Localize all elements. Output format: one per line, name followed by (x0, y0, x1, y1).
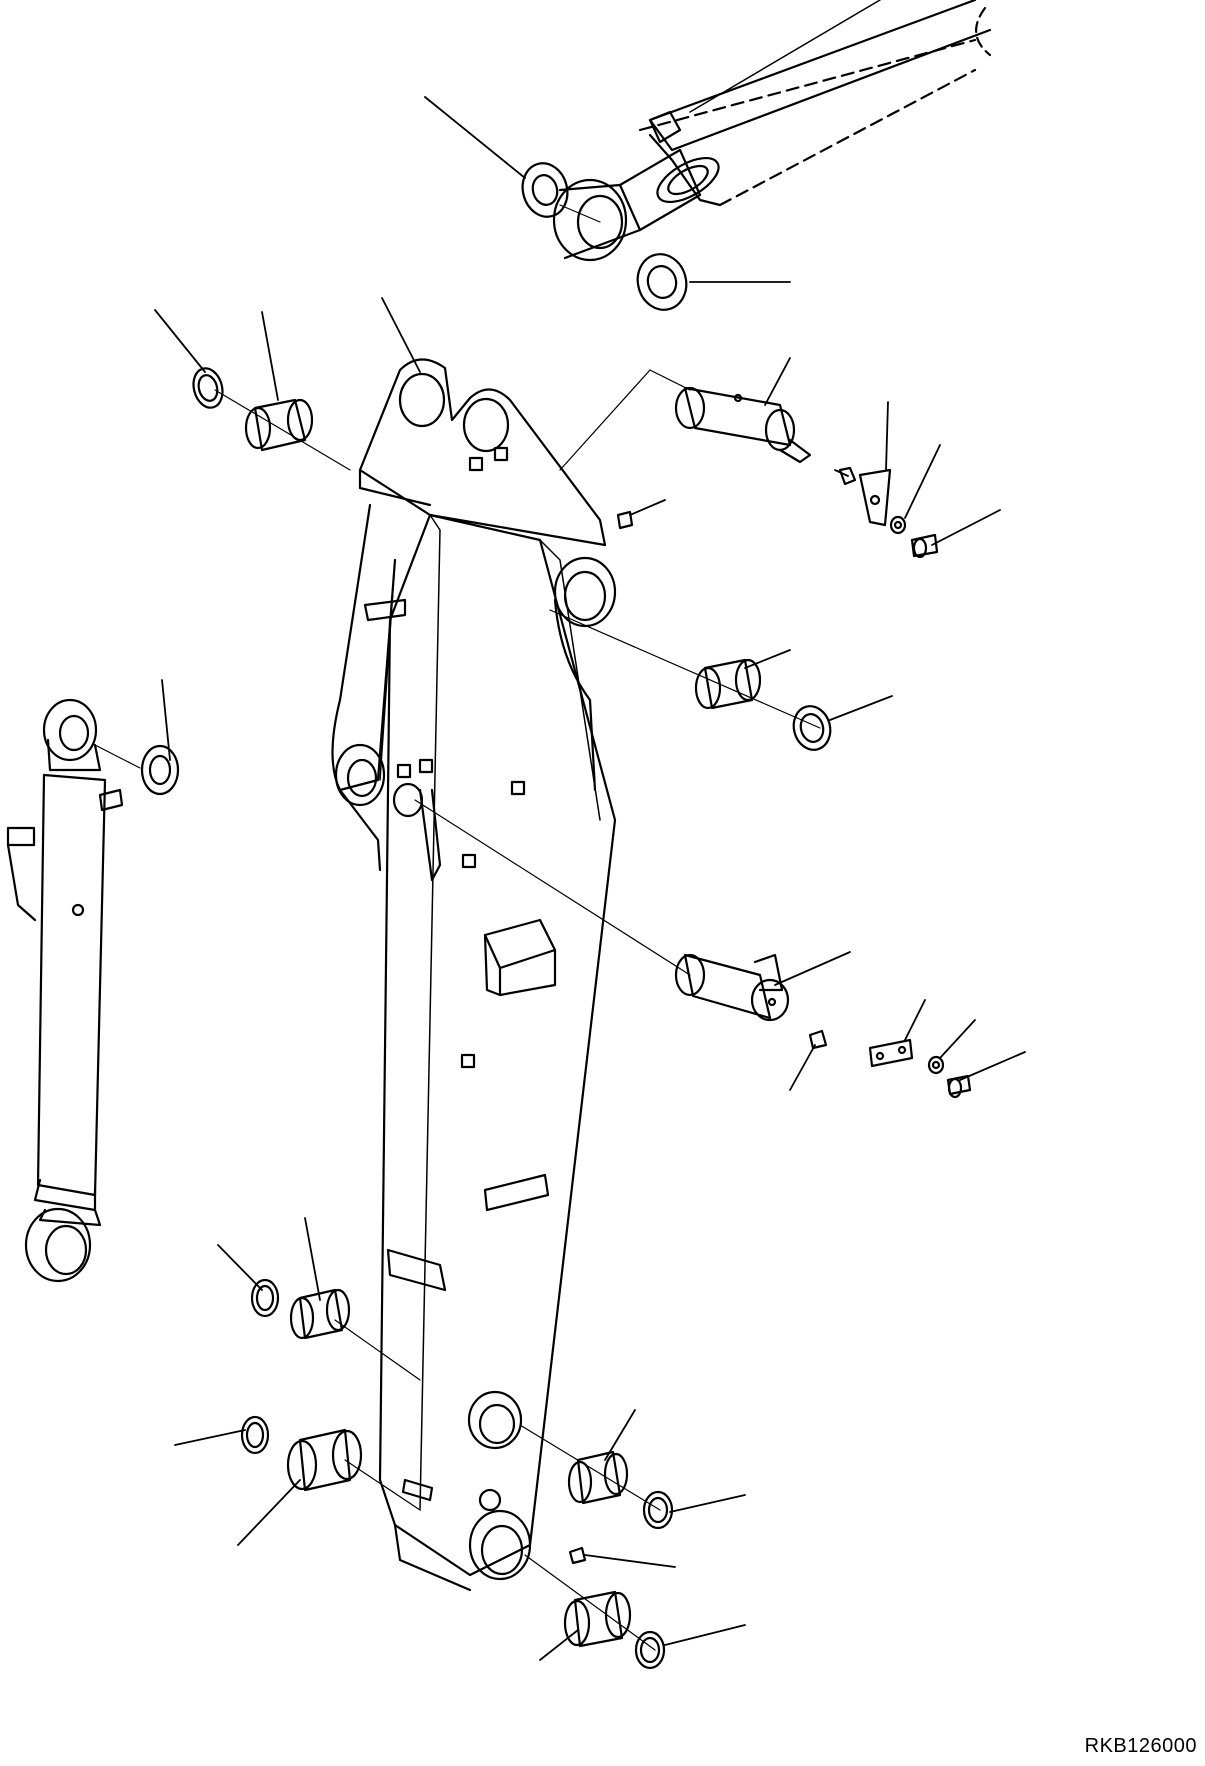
pin-lock-plate (858, 468, 914, 1068)
bushing (244, 398, 762, 1648)
washer (889, 515, 945, 1075)
drawing-reference-code: RKB126000 (1084, 1735, 1197, 1757)
boom-cylinder-rod-end (552, 0, 992, 262)
shim (521, 162, 688, 311)
shim (140, 367, 832, 1670)
arm-assembly (331, 358, 617, 1592)
grease-fitting (568, 466, 857, 1565)
mounting-pin-lower (674, 953, 790, 1022)
bolt (910, 533, 972, 1099)
callout-leader-lines (154, 96, 1026, 1661)
bucket-cylinder (6, 698, 124, 1283)
assembly-center-lines (94, 204, 821, 1651)
mounting-pin-upper (674, 386, 812, 464)
